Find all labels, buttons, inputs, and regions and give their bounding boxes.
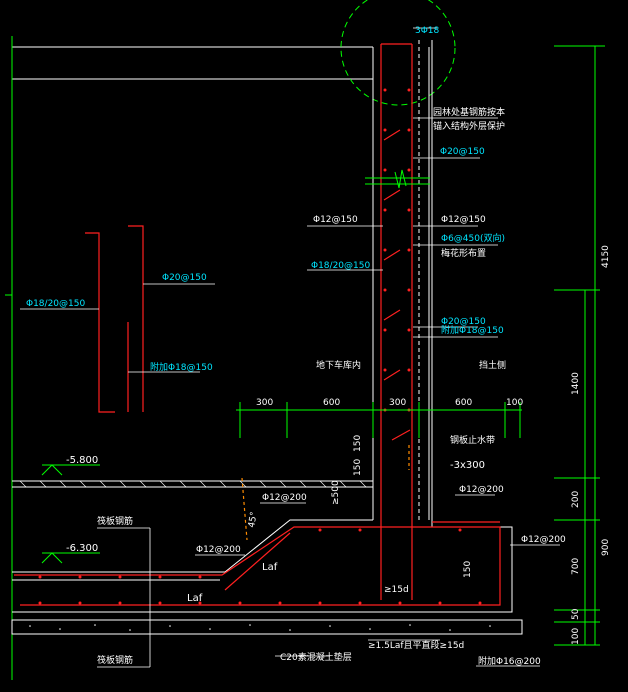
- label-dia45: ≥15d: [384, 585, 409, 595]
- dim-top-5: 100: [506, 398, 523, 408]
- wall-rebar-dots: [383, 88, 411, 412]
- label-top-bar: 3Φ18: [415, 26, 440, 36]
- concrete-dots: [29, 624, 491, 631]
- dim-right-1: 4150: [601, 245, 611, 268]
- label-side-add: 附加Φ18@150: [150, 361, 213, 373]
- leader-lines: [20, 27, 560, 668]
- label-footing-side: Φ12@200: [459, 485, 504, 495]
- label-slab-top: Φ12@200: [262, 493, 307, 503]
- label-anchor-note-2: 锚入结构外层保护: [433, 120, 505, 132]
- label-col-note-2: 筏板钢筋: [97, 654, 133, 666]
- label-left-bar: Φ18/20@150: [26, 299, 85, 309]
- label-h1: Φ12@150: [313, 215, 358, 225]
- label-col-note-1: 筏板钢筋: [97, 515, 133, 527]
- label-inside: 地下车库内: [316, 359, 361, 371]
- label-v-inner: Φ18/20@150: [311, 261, 370, 271]
- label-anchor-note-1: 园林处基钢筋按本: [433, 106, 505, 118]
- label-waterstop-size: -3x300: [450, 460, 485, 471]
- dim-top-1: 300: [256, 398, 273, 408]
- dim-right-2: 1400: [571, 372, 581, 395]
- label-elev2: -6.300: [66, 543, 98, 554]
- dim-right-4: 900: [601, 539, 611, 556]
- left-rebar-bracket: [85, 225, 144, 413]
- label-laf1: Laf: [262, 562, 278, 573]
- label-angle: 45°: [247, 511, 260, 528]
- wall-rebar: [380, 43, 413, 600]
- label-tie: Φ6@450(双向): [441, 232, 505, 244]
- concrete-cushion: [11, 619, 523, 635]
- label-waterstop: 钢板止水带: [450, 434, 495, 446]
- footing-rebar: [14, 521, 501, 606]
- dim-side-150a: 150: [353, 435, 363, 452]
- dim-right-7: 100: [571, 628, 581, 645]
- top-slab-outline: [11, 36, 373, 680]
- dim-side-150b: 150: [353, 459, 363, 476]
- right-dimension-line: [554, 45, 605, 646]
- label-bottom-add: 附加Φ16@200: [478, 655, 541, 667]
- label-v1: Φ20@150: [440, 147, 485, 157]
- footing-rebar-dots: [38, 528, 482, 605]
- label-h2: Φ12@150: [441, 215, 486, 225]
- dim-top-3: 300: [389, 398, 406, 408]
- elevation-markers: [41, 464, 100, 564]
- dim-right-3: 200: [571, 491, 581, 508]
- footing-outline: [12, 519, 513, 613]
- dim-right-6: 50: [571, 608, 581, 620]
- waterstop: [241, 445, 410, 541]
- label-concrete: C20素混凝土垫层: [280, 651, 352, 663]
- label-slab-bot: Φ12@200: [521, 535, 566, 545]
- detail-circle: [340, 0, 456, 106]
- top-dimension-line: [236, 402, 522, 438]
- wall-outline: [372, 40, 433, 520]
- label-elev1: -5.800: [66, 455, 98, 466]
- label-laf2: Laf: [187, 593, 203, 604]
- label-tie-note: 梅花形布置: [441, 247, 486, 259]
- dim-right-small: 150: [463, 561, 473, 578]
- label-anchor-len: ≥1.5Laf且平直段≥15d: [368, 639, 464, 651]
- label-outside: 挡土侧: [479, 359, 506, 371]
- dim-top-4: 600: [455, 398, 472, 408]
- label-small500: ≥500: [331, 480, 341, 505]
- dim-right-5: 700: [571, 558, 581, 575]
- label-side-v: Φ20@150: [162, 273, 207, 283]
- label-slab-left: Φ12@200: [196, 545, 241, 555]
- ground-line: [12, 480, 373, 488]
- label-v-out2: 附加Φ18@150: [441, 324, 504, 336]
- label-v-out1: Φ20@150: [441, 317, 486, 327]
- break-symbol: [365, 169, 430, 189]
- ground-hatch: [19, 480, 367, 488]
- annotations: 3Φ18 园林处基钢筋按本 锚入结构外层保护 Φ20@150 Φ12@150 Φ…: [26, 26, 611, 667]
- dim-top-2: 600: [323, 398, 340, 408]
